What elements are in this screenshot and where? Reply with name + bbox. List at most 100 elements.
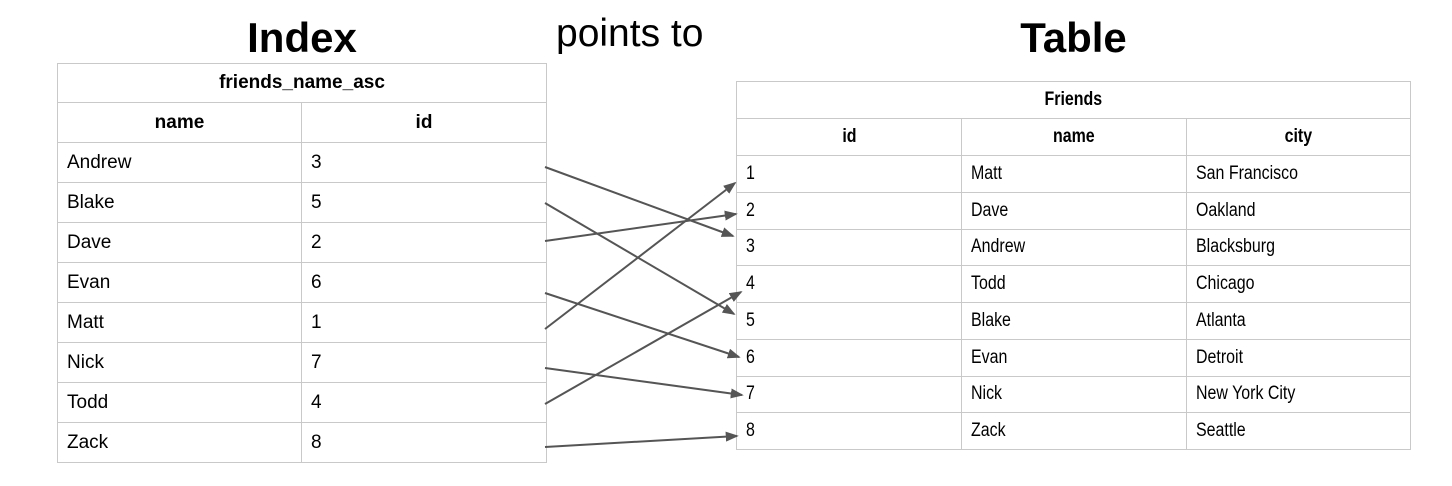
index-title: Index [247, 14, 357, 61]
index-cell-id: 7 [301, 343, 546, 382]
friends-city-value: San Francisco [1196, 162, 1299, 184]
friends-table-row: 1 Matt San Francisco [737, 155, 1410, 192]
friends-id-value: 3 [746, 236, 755, 258]
index-header-name: name [154, 111, 205, 133]
friends-cell-name: Evan [961, 339, 1186, 376]
index-name-value: Nick [67, 351, 104, 373]
friends-cell-city: Detroit [1186, 339, 1410, 376]
friends-table: Friends id name city 1 Matt San Francisc… [736, 81, 1411, 450]
table-title: Table [1020, 14, 1127, 61]
friends-name-value: Dave [971, 199, 1009, 221]
index-table-header-row: name id [58, 102, 546, 142]
pointer-arrow-todd-to-4 [544, 291, 743, 405]
friends-cell-city: San Francisco [1186, 156, 1410, 192]
index-id-value: 4 [311, 391, 322, 413]
friends-name-value: Todd [971, 273, 1006, 295]
friends-cell-id: 2 [737, 193, 961, 229]
friends-name-value: Andrew [971, 236, 1026, 258]
index-id-value: 1 [311, 311, 322, 333]
friends-table-title: Friends [1044, 89, 1103, 110]
friends-id-value: 5 [746, 309, 755, 331]
friends-id-value: 4 [746, 273, 755, 295]
friends-cell-city: Blacksburg [1186, 229, 1410, 266]
index-id-value: 5 [311, 191, 322, 213]
friends-name-value: Blake [971, 309, 1011, 331]
index-cell-name: Zack [58, 423, 301, 462]
friends-id-value: 1 [746, 162, 755, 184]
friends-table-row: 3 Andrew Blacksburg [737, 228, 1410, 266]
index-id-value: 7 [311, 351, 322, 373]
index-cell-name: Andrew [58, 143, 301, 182]
index-cell-id: 5 [301, 183, 546, 222]
friends-city-value: Chicago [1196, 273, 1255, 295]
friends-cell-city: Seattle [1186, 413, 1410, 449]
pointer-arrow-blake-to-5 [544, 202, 736, 315]
friends-cell-id: 7 [737, 377, 961, 413]
friends-city-value: New York City [1196, 383, 1296, 405]
friends-id-value: 6 [746, 346, 755, 368]
index-cell-id: 3 [301, 143, 546, 182]
friends-table-row: 8 Zack Seattle [737, 412, 1410, 449]
friends-table-header-row: id name city [737, 118, 1410, 155]
friends-id-value: 2 [746, 199, 755, 221]
friends-name-value: Nick [971, 383, 1003, 405]
index-cell-id: 2 [301, 223, 546, 262]
index-table-row: Zack 8 [58, 422, 546, 462]
friends-cell-city: Oakland [1186, 192, 1410, 229]
index-id-value: 3 [311, 151, 322, 173]
friends-id-value: 7 [746, 383, 755, 405]
pointer-arrow-zack-to-8 [544, 431, 739, 448]
friends-cell-name: Andrew [961, 229, 1186, 266]
pointer-arrow-dave-to-2 [544, 210, 738, 242]
index-header-id: id [301, 103, 546, 142]
index-id-value: 6 [311, 271, 322, 293]
index-cell-name: Evan [58, 263, 301, 302]
friends-cell-city: New York City [1186, 376, 1410, 413]
index-table-row: Todd 4 [58, 382, 546, 422]
friends-table-title-row: Friends [737, 82, 1410, 118]
friends-cell-id: 8 [737, 413, 961, 449]
friends-table-row: 6 Evan Detroit [737, 338, 1410, 376]
index-cell-id: 1 [301, 303, 546, 342]
index-cell-name: Dave [58, 223, 301, 262]
friends-cell-name: Matt [961, 156, 1186, 192]
friends-name-value: Matt [971, 162, 1003, 184]
index-name-value: Evan [67, 271, 111, 293]
friends-cell-id: 3 [737, 230, 961, 266]
index-table-row: Matt 1 [58, 302, 546, 342]
friends-cell-name: Nick [961, 376, 1186, 413]
pointer-arrow-andrew-to-3 [544, 166, 735, 237]
friends-cell-id: 1 [737, 156, 961, 192]
index-name-value: Todd [67, 391, 109, 413]
friends-cell-name: Blake [961, 303, 1186, 339]
friends-cell-name: Zack [961, 413, 1186, 449]
pointer-arrow-nick-to-7 [544, 367, 744, 399]
friends-cell-id: 5 [737, 303, 961, 339]
index-table-row: Blake 5 [58, 182, 546, 222]
friends-table-row: 5 Blake Atlanta [737, 302, 1410, 339]
index-table-row: Dave 2 [58, 222, 546, 262]
friends-city-value: Oakland [1196, 199, 1256, 221]
friends-city-value: Detroit [1196, 346, 1244, 368]
friends-cell-id: 4 [737, 266, 961, 302]
friends-table-row: 4 Todd Chicago [737, 265, 1410, 302]
pointer-arrow-evan-to-6 [544, 292, 741, 359]
points-to-label: points to [556, 12, 704, 55]
index-cell-id: 6 [301, 263, 546, 302]
friends-city-value: Atlanta [1196, 309, 1246, 331]
index-name-value: Dave [67, 231, 112, 253]
friends-city-value: Seattle [1196, 420, 1246, 442]
friends-table-row: 7 Nick New York City [737, 375, 1410, 413]
friends-name-value: Zack [971, 420, 1006, 442]
index-table-title: friends_name_asc [219, 72, 385, 93]
friends-cell-city: Atlanta [1186, 303, 1410, 339]
friends-cell-id: 6 [737, 340, 961, 376]
index-table-row: Nick 7 [58, 342, 546, 382]
index-name-value: Blake [67, 191, 115, 213]
pointer-arrow-matt-to-1 [544, 181, 737, 330]
friends-city-value: Blacksburg [1196, 236, 1275, 258]
index-cell-name: Todd [58, 383, 301, 422]
friends-table-row: 2 Dave Oakland [737, 191, 1410, 229]
index-name-value: Andrew [67, 151, 132, 173]
